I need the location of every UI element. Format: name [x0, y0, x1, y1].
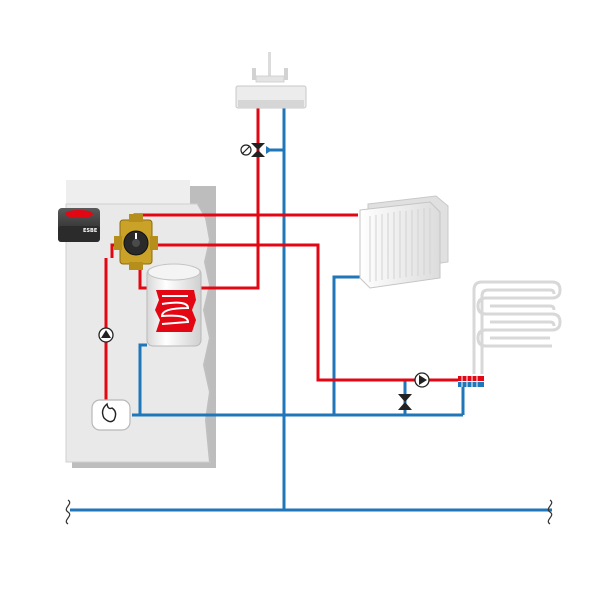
valve-triangle-top — [251, 143, 265, 150]
tank-heating-coil — [160, 295, 190, 325]
boiler-pump-arrow — [101, 330, 111, 338]
bypass-valve-bottom — [398, 402, 412, 410]
radiator-fins — [369, 208, 431, 282]
faucet-handle-right — [284, 68, 288, 80]
boiler-cabinet-torn-edge — [197, 203, 212, 463]
actuator-front — [58, 226, 100, 242]
valve-knob-center — [132, 239, 140, 247]
brass-left-port — [114, 236, 122, 250]
boiler-cabinet-top — [66, 180, 190, 204]
hot-water-tank — [146, 263, 202, 347]
tank-top — [147, 263, 201, 281]
mixing-valve-icon — [114, 214, 158, 270]
floor-manifold — [458, 376, 484, 387]
brass-right-port — [150, 236, 158, 250]
valve-handle-slash — [241, 145, 251, 155]
supply-mixer-line — [150, 243, 405, 382]
floor-pump-arrow — [419, 375, 427, 385]
actuator-brand-label: ESBE — [83, 228, 98, 234]
underfloor-heating-coil — [472, 280, 562, 374]
wavy-break-right — [547, 499, 553, 525]
actuator-dial — [65, 210, 93, 218]
actuator-icon: ESBE — [58, 208, 100, 242]
manifold-outlets — [461, 376, 478, 387]
faucet-handle-left — [252, 68, 256, 80]
floor-coil-loop — [472, 280, 562, 374]
wavy-break-left — [65, 499, 71, 525]
radiator — [359, 195, 449, 289]
shutoff-valve-icon — [240, 143, 272, 157]
bypass-valve-icon — [398, 394, 412, 410]
flame-icon — [101, 402, 117, 423]
manifold-return-bar — [458, 382, 484, 387]
return-pipes — [70, 103, 552, 512]
return-radiator-branch — [332, 275, 362, 415]
burner-unit — [91, 399, 131, 431]
return-boiler-branch — [138, 343, 147, 415]
faucet-base — [255, 75, 285, 83]
brass-bottom-port — [129, 262, 143, 270]
pump-icon — [98, 327, 114, 343]
check-arrow-icon — [266, 146, 272, 154]
bypass-valve-top — [398, 394, 412, 402]
sink-fixture — [235, 52, 307, 109]
valve-triangle-bottom — [251, 150, 265, 157]
manifold-supply-bar — [458, 376, 484, 381]
wavy-break-icon — [65, 499, 553, 525]
floor-coil-return — [480, 288, 556, 374]
sink-top-shadow — [238, 100, 304, 108]
faucet-spout — [268, 52, 271, 82]
valve-knob-pointer — [135, 233, 137, 239]
brass-top-port — [129, 214, 143, 222]
burner-box — [91, 399, 131, 431]
pump-icon — [414, 372, 430, 388]
